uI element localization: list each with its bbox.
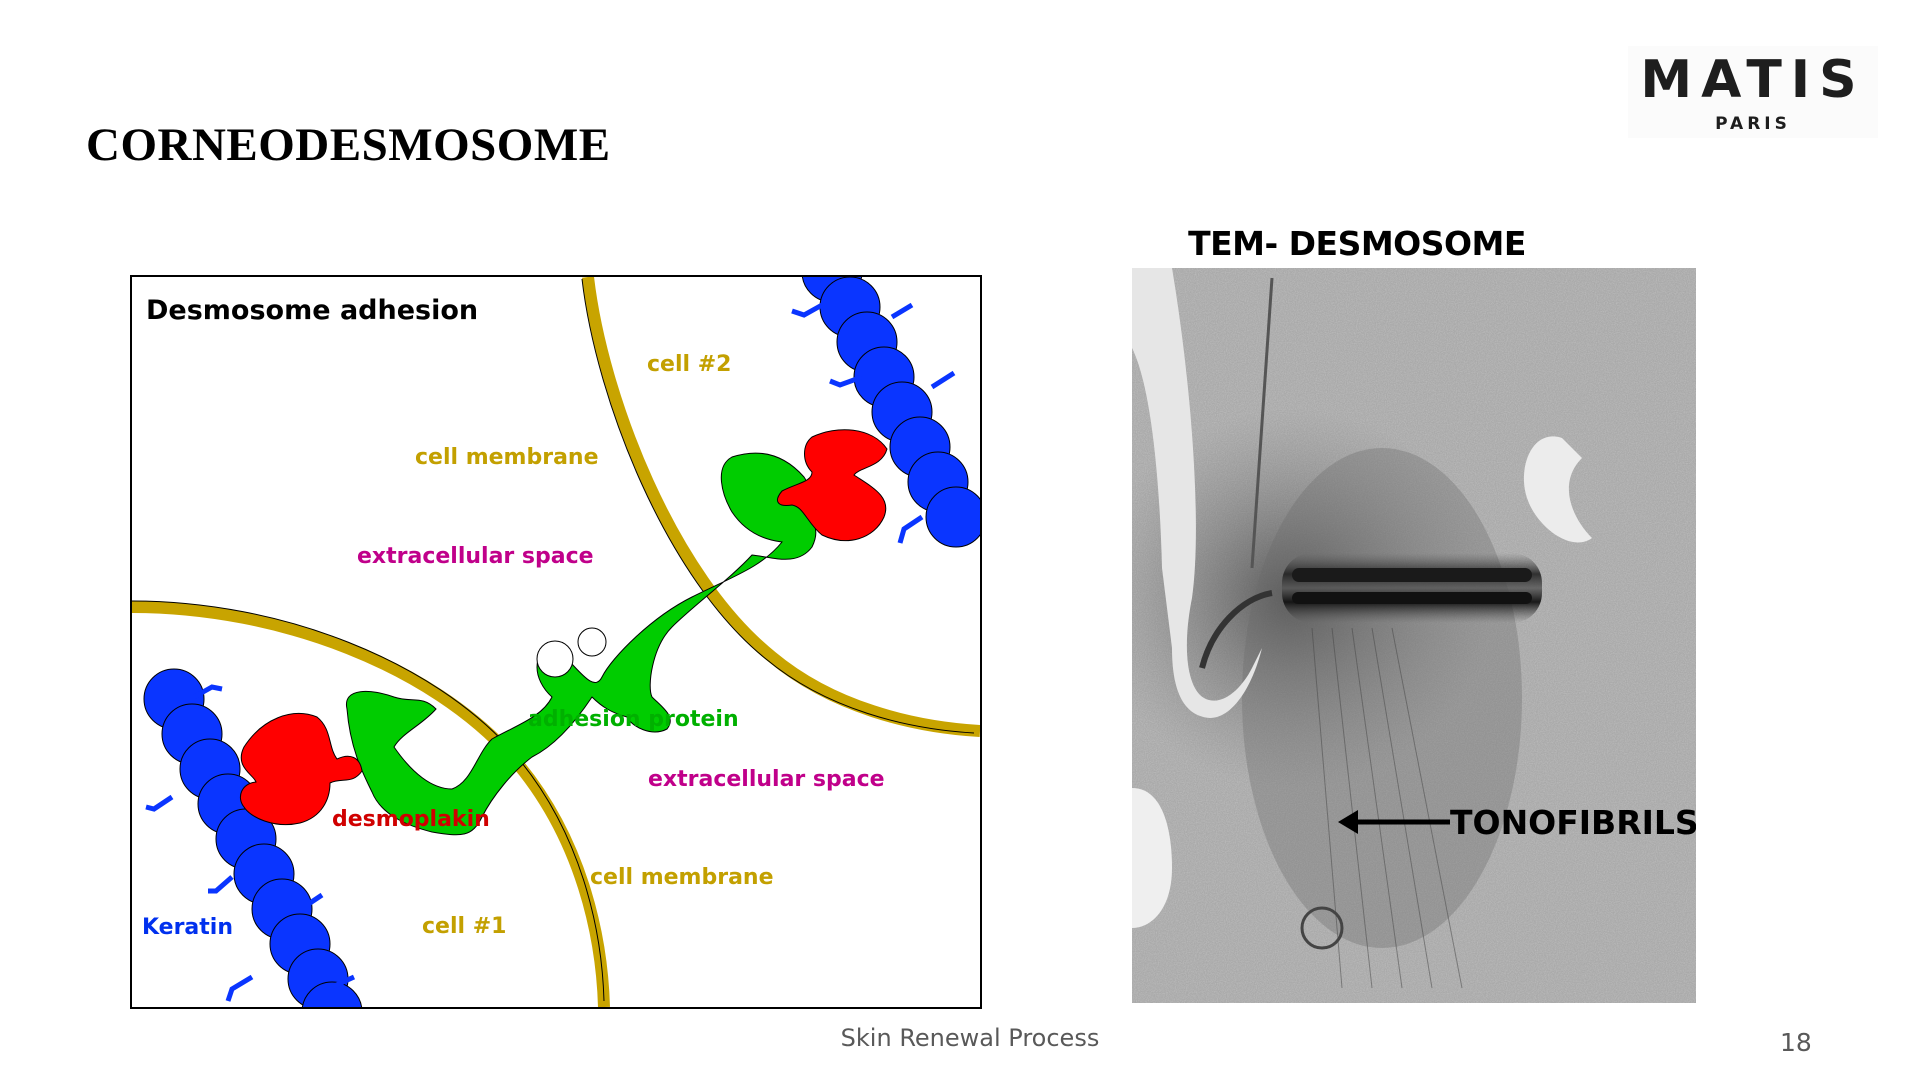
cell-membrane-top [582, 277, 980, 737]
label-tonofibrils: TONOFIBRILS [1450, 803, 1696, 842]
diagram-title: Desmosome adhesion [146, 295, 478, 326]
label-extracellular-space-top: extracellular space [357, 544, 594, 569]
label-adhesion-protein: adhesion protein [528, 707, 739, 732]
logo-subtitle: PARIS [1715, 114, 1791, 134]
desmoplakin-bottom [240, 713, 363, 826]
label-extracellular-space-bottom: extracellular space [648, 767, 885, 792]
matis-logo: MATIS PARIS [1628, 46, 1878, 138]
label-cell-2: cell #2 [647, 352, 731, 377]
page-number: 18 [1780, 1028, 1812, 1057]
tem-caption: TEM- DESMOSOME [1188, 224, 1526, 263]
keratin-filament-top [791, 277, 980, 548]
adhesion-protein [346, 452, 817, 836]
slide-title: CORNEODESMOSOME [86, 119, 611, 171]
label-cell-1: cell #1 [422, 914, 506, 939]
footer-text: Skin Renewal Process [840, 1024, 1100, 1052]
label-keratin: Keratin [142, 915, 233, 940]
keratin-filament-bottom [143, 668, 363, 1007]
label-cell-membrane-top: cell membrane [415, 445, 599, 470]
desmosome-adhesion-diagram: Desmosome adhesion cell #2 cell membrane… [130, 275, 982, 1009]
tem-micrograph: TONOFIBRILS [1132, 268, 1696, 1003]
logo-wordmark: MATIS [1640, 50, 1866, 110]
label-desmoplakin: desmoplakin [332, 807, 490, 832]
label-cell-membrane-bottom: cell membrane [590, 865, 774, 890]
desmoplakin-top [777, 429, 888, 542]
diagram-canvas: Desmosome adhesion cell #2 cell membrane… [132, 277, 980, 1007]
